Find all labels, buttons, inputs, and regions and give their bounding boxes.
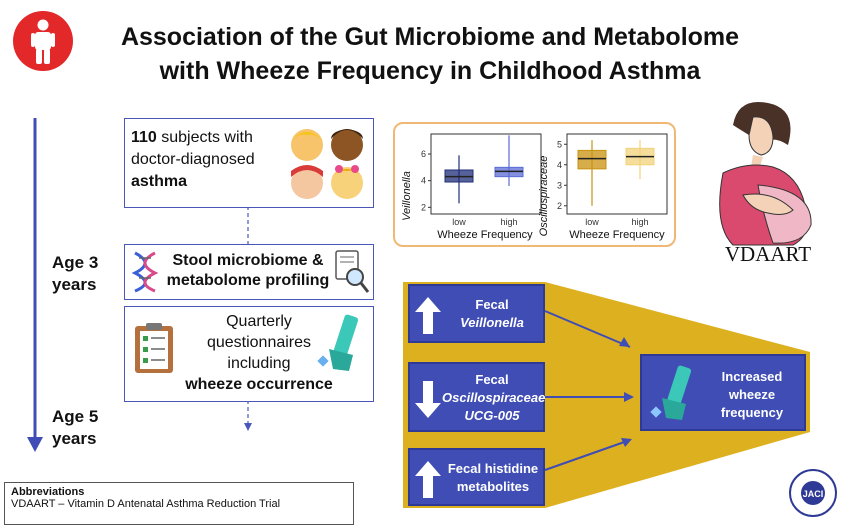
clipboard-icon [135,323,173,373]
subjects-box: 110 subjects with doctor-diagnosed asthm… [124,118,374,208]
subjects-count: 110 [131,129,157,146]
subjects-text-1: subjects with [156,129,253,146]
up-arrow-icon-2 [415,461,441,498]
chart2-boxes [577,140,655,206]
questionnaire-line-4: wheeze occurrence [185,376,333,393]
f1-line-1: Fecal [475,297,509,312]
age-3-label: Age 3 years [52,252,98,296]
chart1-ytick-label-1: 4 [421,176,426,186]
age-3-line-1: Age 3 [52,253,99,272]
title-line-1: Association of the Gut Microbiome and Me… [120,23,740,51]
subjects-text: 110 subjects with doctor-diagnosed asthm… [131,127,255,193]
inhaler-icon [317,314,359,371]
arrow-veillonella [544,310,631,348]
boxplot-svg: Veillonella 2 4 6 low high Wheeze Frequenc… [401,133,668,241]
chart2-xlabel: Wheeze Frequency [569,229,665,241]
chart2-yticks: 2 3 4 5 [557,139,567,211]
stool-text: Stool microbiome & metabolome profiling [163,251,333,291]
questionnaire-line-1: Quarterly [226,313,292,330]
arrow-histidine [544,439,631,471]
page-title: Association of the Gut Microbiome and Me… [100,20,760,88]
jaci-logo: JACI [789,469,837,517]
chart1-xtick-high: high [500,217,517,227]
dashed-arrowhead [244,423,252,431]
questionnaire-line-2: questionnaires [206,334,312,351]
down-arrow-icon [415,381,441,418]
questionnaire-text: Quarterly questionnaires including wheez… [173,311,345,395]
chart1-ytick-label-2: 6 [421,149,426,159]
chart1-xlabel: Wheeze Frequency [437,229,533,241]
dna-icon [131,251,159,293]
f2-line-1: Fecal [475,372,509,387]
chart2-axis-group: 2 3 4 5 low high Wheeze Frequency [557,133,668,241]
age-5-label: Age 5 years [52,406,98,450]
outcome-line-3: frequency [720,405,784,420]
age-5-line-2: years [52,429,97,448]
vdaart-label: VDAART [725,242,811,265]
finding-histidine: Fecal histidine metabolites [408,448,545,506]
chart2-xtick-high: high [631,217,648,227]
abbreviations-box: Abbreviations VDAART – Vitamin D Antenat… [4,482,354,525]
up-arrow-icon [415,297,441,334]
person-icon [13,11,73,71]
subjects-text-3: asthma [131,173,188,190]
finding-oscillospiraceae: Fecal Oscillospiraceae UCG-005 [408,362,545,432]
abbreviations-text: VDAART – Vitamin D Antenatal Asthma Redu… [11,498,281,510]
chart1-yticks: 2 4 6 [421,149,431,212]
finding-veillonella: Fecal Veillonella [408,284,545,343]
chart2-box-low [577,149,607,170]
abbreviations-heading: Abbreviations [11,486,85,498]
chart1-ylabel: Veillonella [401,171,413,221]
chart1-frame [430,133,542,215]
chart2-ytick-label-0: 2 [557,201,562,211]
chart1-ytick-label-0: 2 [421,202,426,212]
outcome-line-2: wheeze [728,387,776,402]
chart2-frame [566,133,668,215]
f2-line-2: Oscillospiraceae [442,390,546,405]
chart2-ytick-label-2: 4 [557,160,562,170]
finding-histidine-text: Fecal histidine metabolites [442,460,544,496]
subjects-text-2: doctor-diagnosed [131,151,255,168]
pregnant-woman-illustration: VDAART [719,101,812,265]
chart2-ylabel: Oscillospiraceae [538,156,550,237]
outcome-box: Increased wheeze frequency [640,354,806,431]
age-5-line-1: Age 5 [52,407,99,426]
f2-line-3: UCG-005 [464,408,520,423]
children-faces-icon [291,129,363,199]
chart2-xtick-low: low [585,217,599,227]
timeline-arrowhead [27,437,43,452]
stool-line-2: metabolome profiling [166,272,330,289]
stool-line-1: Stool microbiome & [172,252,324,269]
chart1-boxes [444,135,524,204]
questionnaire-line-3: including [227,355,291,372]
f3-line-1: Fecal histidine [447,461,539,476]
finding-veillonella-text: Fecal Veillonella [442,296,542,332]
stool-profiling-box: Stool microbiome & metabolome profiling [124,244,374,300]
age-3-line-2: years [52,275,97,294]
f1-line-2: Veillonella [460,315,524,330]
outcome-text: Increased wheeze frequency [702,368,802,422]
chart-panel: Veillonella 2 4 6 low high Wheeze Frequenc… [393,122,676,247]
outcome-line-1: Increased [721,369,783,384]
chart1-axis-group: 2 4 6 low high Wheeze Frequency [421,133,542,241]
chart1-xtick-low: low [452,217,466,227]
chart2-ytick-label-1: 3 [557,180,562,190]
magnifier-icon [335,250,370,293]
f3-line-2: metabolites [456,479,530,494]
jaci-label: JACI [803,489,824,499]
inhaler-icon-white [650,365,692,420]
finding-oscillo-text: Fecal Oscillospiraceae UCG-005 [442,371,546,425]
chart2-ytick-label-3: 5 [557,139,562,149]
title-line-2: with Wheeze Frequency in Childhood Asthm… [159,57,701,85]
questionnaire-box: Quarterly questionnaires including wheez… [124,306,374,402]
